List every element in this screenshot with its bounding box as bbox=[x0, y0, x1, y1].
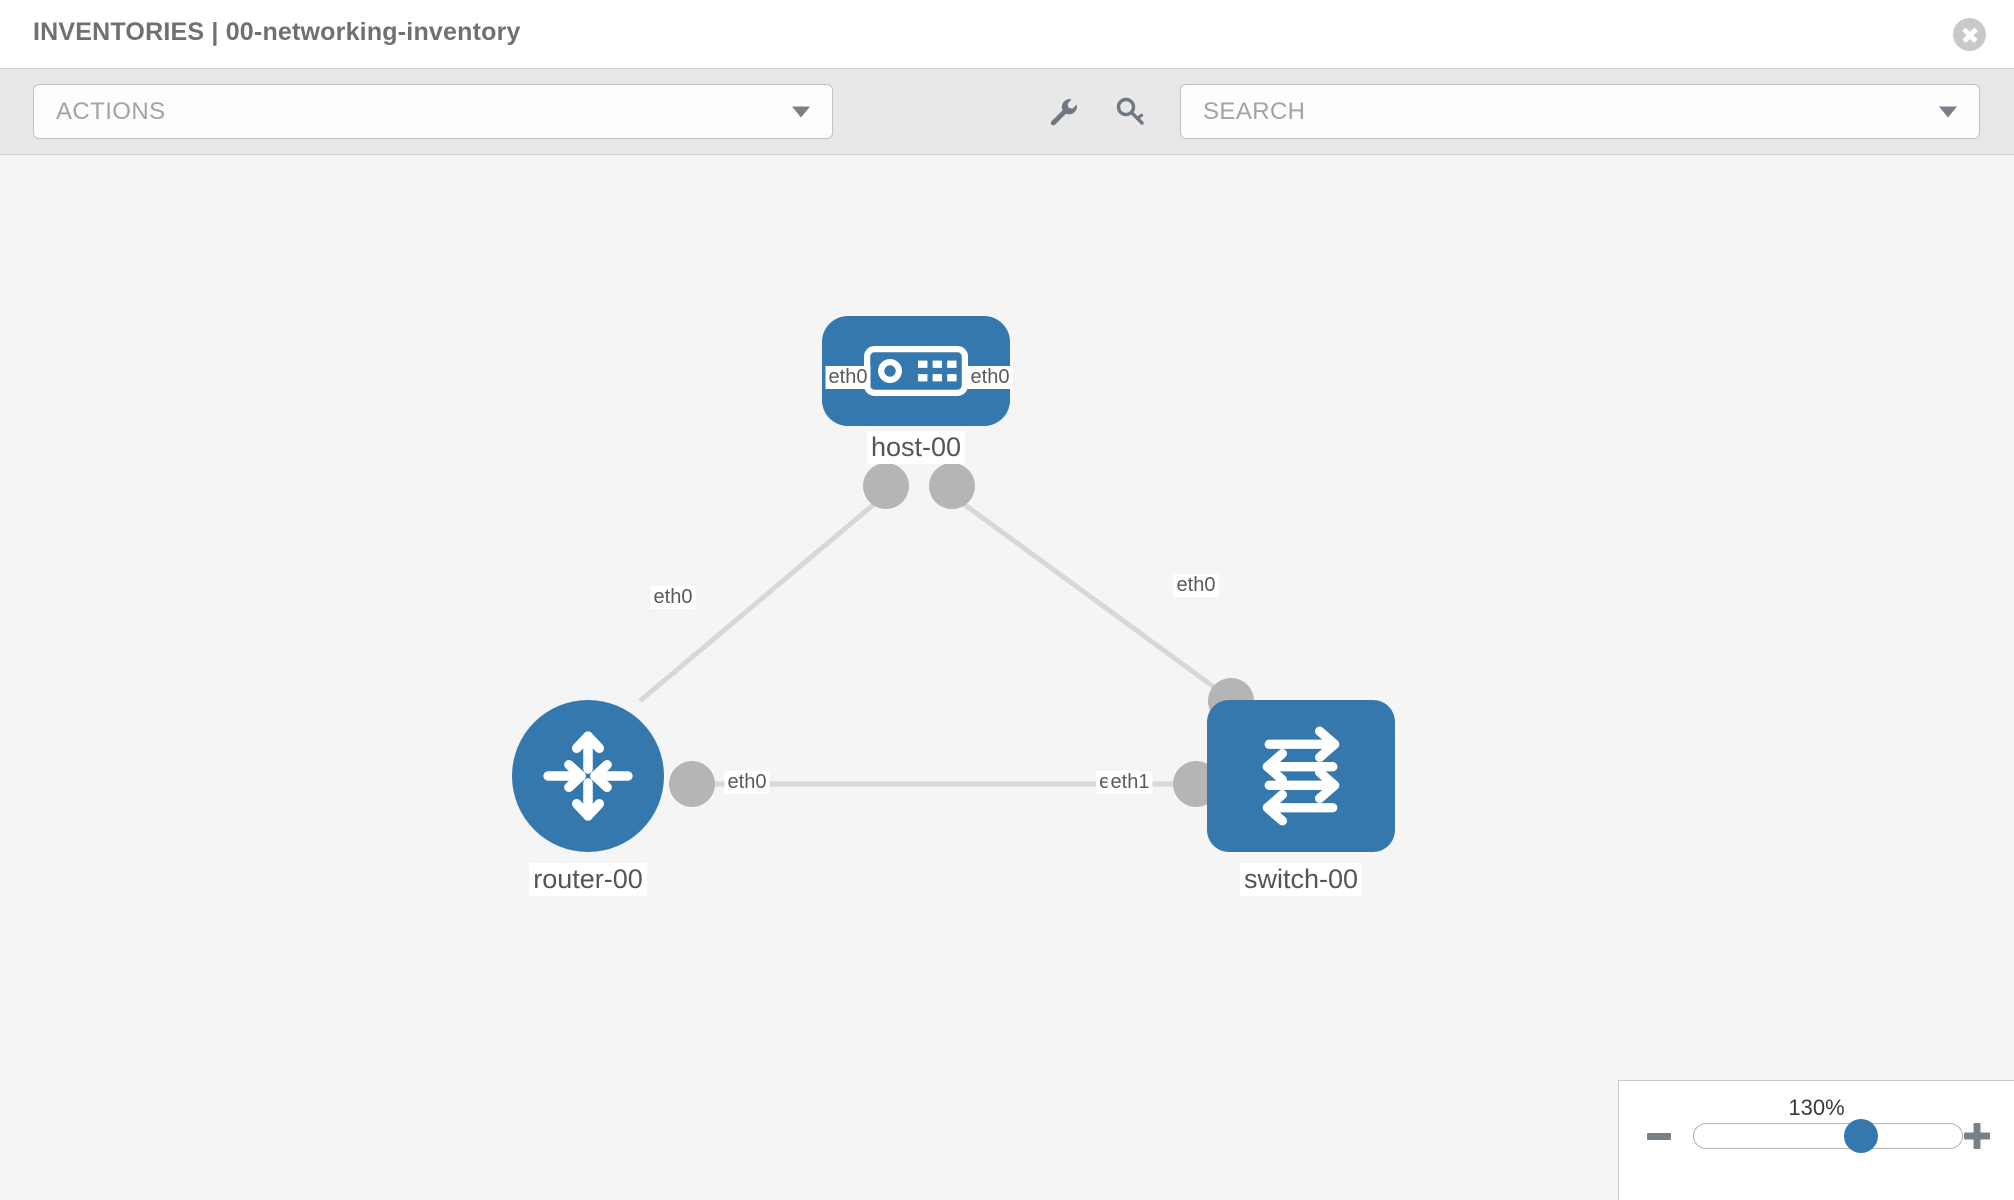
actions-dropdown[interactable]: ACTIONS bbox=[33, 84, 833, 139]
zoom-slider[interactable] bbox=[1693, 1119, 1963, 1153]
port-label: eth0 bbox=[1173, 574, 1219, 597]
search-placeholder: SEARCH bbox=[1203, 97, 1306, 125]
close-icon[interactable] bbox=[1953, 18, 1986, 51]
topology-links bbox=[638, 491, 1235, 787]
topology-canvas[interactable]: host-00 router-00 switch-00 eth0 eth0 eth0 eth… bbox=[0, 156, 2014, 1200]
zoom-level-value: 130% bbox=[1788, 1095, 1845, 1120]
page-title: INVENTORIES | 00-networking-inventory bbox=[33, 18, 521, 46]
port-label: eth0 bbox=[650, 586, 696, 609]
port-label: eth0 bbox=[825, 366, 871, 389]
zoom-slider-handle[interactable] bbox=[1844, 1119, 1879, 1153]
port-label: eth1 bbox=[1107, 771, 1153, 794]
server-icon bbox=[864, 346, 968, 396]
zoom-in-button[interactable] bbox=[1964, 1123, 1990, 1149]
topology-link[interactable] bbox=[638, 492, 888, 703]
port-dot[interactable] bbox=[929, 463, 975, 509]
chevron-down-icon[interactable] bbox=[792, 106, 810, 117]
router-arrows-icon bbox=[536, 724, 640, 828]
search-input[interactable]: SEARCH bbox=[1180, 84, 1980, 139]
port-dot[interactable] bbox=[669, 761, 715, 807]
port-label: eth0 bbox=[967, 366, 1013, 389]
port-label: eth0 bbox=[724, 771, 770, 794]
node-label: switch-00 bbox=[1239, 863, 1363, 896]
topology-node-switch-00[interactable] bbox=[1207, 700, 1395, 852]
actions-placeholder: ACTIONS bbox=[56, 97, 166, 125]
zoom-panel: 130% bbox=[1618, 1080, 2014, 1200]
toolbar: ACTIONS SEARCH bbox=[0, 69, 2014, 155]
zoom-out-button[interactable] bbox=[1647, 1133, 1671, 1140]
topology-link[interactable] bbox=[948, 491, 1235, 704]
key-icon[interactable] bbox=[1115, 96, 1147, 128]
switch-arrows-icon bbox=[1245, 720, 1357, 832]
app-header: INVENTORIES | 00-networking-inventory bbox=[0, 0, 2014, 69]
node-label: router-00 bbox=[529, 863, 647, 896]
port-dot[interactable] bbox=[863, 463, 909, 509]
chevron-down-icon[interactable] bbox=[1939, 106, 1957, 117]
wrench-icon[interactable] bbox=[1048, 96, 1080, 128]
node-label: host-00 bbox=[866, 431, 966, 464]
topology-node-router-00[interactable] bbox=[512, 700, 664, 852]
